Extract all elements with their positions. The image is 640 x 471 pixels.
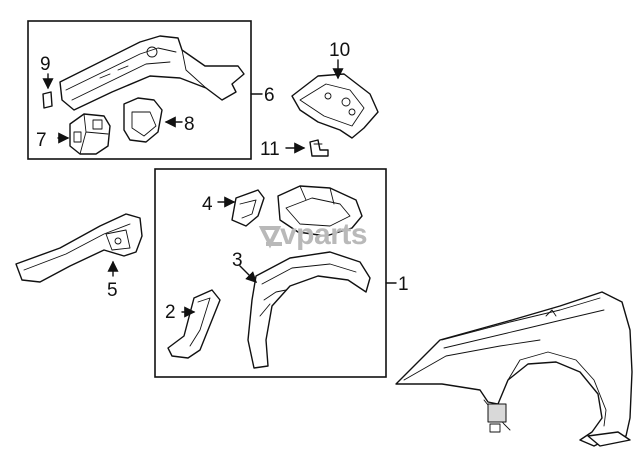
callout-8: 8 [184,114,195,135]
callout-4: 4 [202,194,213,215]
frame-rail-part-6[interactable] [59,35,245,111]
group-box-6 [27,20,252,160]
apron-rail-part-5[interactable] [15,213,143,283]
pillar-part-2[interactable] [167,289,221,359]
callout-1: 1 [398,274,409,295]
watermark-text: vparts [280,218,367,251]
callout-3: 3 [232,250,243,271]
wheel-housing-cover[interactable] [277,185,363,237]
callout-7: 7 [36,130,47,151]
bracket-part-9[interactable] [42,73,54,109]
group-box-1 [154,168,387,378]
panel-part-4[interactable] [217,189,265,227]
watermark-logo: vparts [258,218,368,251]
wheel-arch-apron-part-3[interactable] [239,251,371,369]
callout-9: 9 [40,54,51,75]
reinforcement-part-8[interactable] [123,97,183,143]
callout-6: 6 [264,85,275,106]
bolt-part-11[interactable] [285,139,329,157]
callout-10: 10 [329,40,350,61]
bracket-part-7[interactable] [57,113,111,155]
front-fender[interactable] [395,291,633,447]
callout-5: 5 [107,280,118,301]
bracket-part-10[interactable] [291,59,379,139]
callout-2: 2 [165,302,176,323]
callout-11: 11 [260,139,280,160]
